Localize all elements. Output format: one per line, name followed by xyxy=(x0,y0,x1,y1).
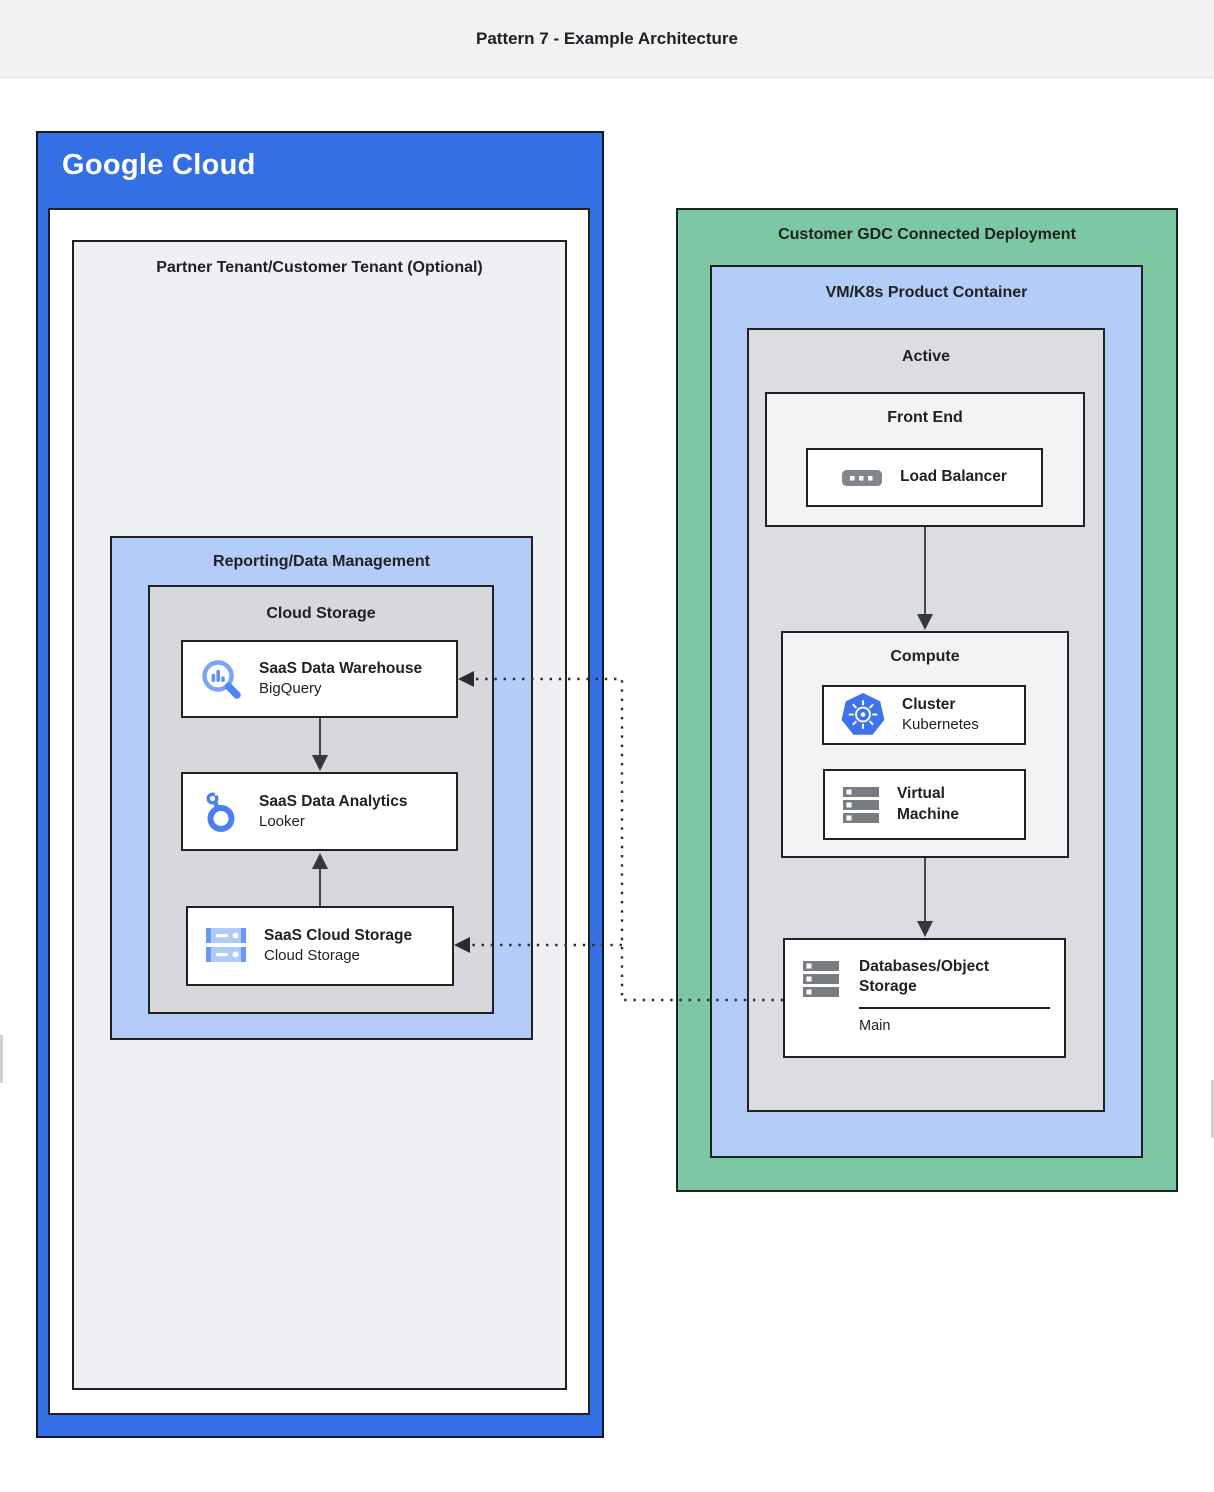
google-cloud-logo: Google Cloud xyxy=(62,149,256,181)
partner-tenant-title: Partner Tenant/Customer Tenant (Optional… xyxy=(156,259,483,276)
node-subtitle: BigQuery xyxy=(259,680,322,698)
canvas-edge-mark-left xyxy=(0,1035,3,1083)
cloud-storage-icon xyxy=(206,928,246,962)
node-virtual-machine: Virtual Machine xyxy=(823,769,1026,840)
title-bar: Pattern 7 - Example Architecture xyxy=(0,0,1214,78)
node-saas-cloud-storage: SaaS Cloud Storage Cloud Storage xyxy=(186,906,454,986)
node-title: Cluster xyxy=(902,696,956,714)
node-footer-label: Main xyxy=(859,1017,891,1034)
gdc-title: Customer GDC Connected Deployment xyxy=(778,226,1076,243)
looker-icon xyxy=(206,791,235,832)
node-title: SaaS Data Warehouse xyxy=(259,660,423,678)
kubernetes-icon xyxy=(841,693,885,735)
reporting-title: Reporting/Data Management xyxy=(213,553,430,570)
canvas-edge-mark-right xyxy=(1211,1080,1214,1138)
node-cluster: Cluster Kubernetes xyxy=(822,685,1026,745)
vmk8s-title: VM/K8s Product Container xyxy=(825,284,1028,301)
node-title: SaaS Data Analytics xyxy=(259,792,408,810)
node-subtitle: Looker xyxy=(259,812,305,830)
node-title: SaaS Cloud Storage xyxy=(264,927,413,945)
divider xyxy=(859,1006,1050,1009)
node-databases-object-storage: Databases/Object Storage Main xyxy=(783,938,1066,1058)
load-balancer-icon xyxy=(842,469,883,486)
node-title: Virtual Machine xyxy=(897,785,960,823)
node-title: Databases/Object Storage xyxy=(859,958,990,995)
cloud-storage-group-title: Cloud Storage xyxy=(266,605,376,622)
active-title: Active xyxy=(901,348,951,365)
node-title: Load Balancer xyxy=(900,468,1007,486)
node-load-balancer: Load Balancer xyxy=(806,448,1043,507)
node-subtitle: Kubernetes xyxy=(902,716,979,734)
front-end-title: Front End xyxy=(887,409,963,426)
compute-title: Compute xyxy=(890,648,960,665)
page-title: Pattern 7 - Example Architecture xyxy=(475,28,738,48)
server-stack-icon xyxy=(803,961,839,997)
node-subtitle: Cloud Storage xyxy=(264,947,360,965)
node-saas-data-warehouse: SaaS Data Warehouse BigQuery xyxy=(181,640,458,718)
node-saas-data-analytics: SaaS Data Analytics Looker xyxy=(181,772,458,851)
server-stack-icon xyxy=(843,786,879,823)
bigquery-icon xyxy=(202,660,241,699)
